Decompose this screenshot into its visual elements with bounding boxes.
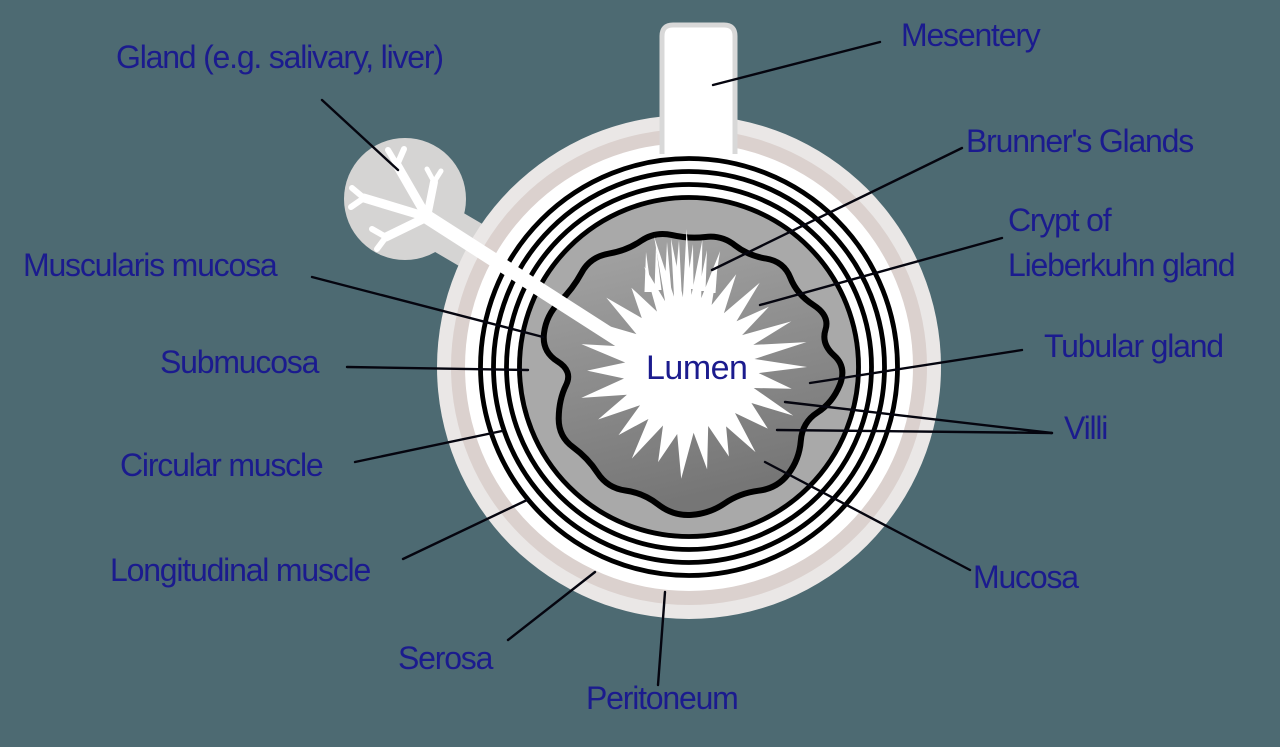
label-serosa: Serosa bbox=[398, 640, 493, 676]
longitudinal-muscle-leader-line bbox=[401, 498, 529, 561]
label-longitudinal-muscle: Longitudinal muscle bbox=[110, 552, 371, 588]
label-tubular-gland: Tubular gland bbox=[1044, 328, 1224, 364]
label-peritoneum: Peritoneum bbox=[586, 680, 739, 716]
brunners-needle bbox=[644, 252, 652, 292]
lumen-starburst bbox=[581, 229, 807, 479]
muscularis-mucosa-leader-line bbox=[310, 275, 545, 339]
brunners-needle bbox=[698, 250, 707, 291]
gland-duct-segment bbox=[423, 178, 438, 221]
gland-duct-segment bbox=[374, 234, 389, 252]
lumen-shape bbox=[581, 229, 807, 479]
gland-leader-line bbox=[320, 98, 400, 172]
serosa-leader-line bbox=[506, 570, 597, 642]
gland-duct-segment bbox=[420, 210, 657, 367]
peritoneum-leader-line bbox=[656, 590, 667, 687]
label-submucosa: Submucosa bbox=[160, 344, 319, 380]
brunners-glands-leader-line bbox=[710, 146, 964, 272]
label-gland: Gland (e.g. salivary, liver) bbox=[116, 39, 444, 75]
label-brunners-glands: Brunner's Glands bbox=[966, 123, 1194, 159]
brunners-needle bbox=[686, 244, 694, 289]
label-crypt-of-lieberkuhn: Crypt of Lieberkuhn gland bbox=[1008, 202, 1236, 284]
brunners-needle bbox=[708, 258, 718, 293]
circular-muscle-ring bbox=[504, 182, 874, 552]
mesentery-stalk bbox=[659, 22, 738, 154]
mesentery-leader-line bbox=[711, 40, 882, 87]
gland-duct-segment bbox=[381, 212, 432, 242]
tubular-gland-leader-line bbox=[808, 348, 1024, 385]
brunners-needle bbox=[664, 242, 672, 292]
longitudinal-muscle-ring bbox=[478, 156, 900, 578]
submucosa-leader-line bbox=[345, 365, 530, 372]
gland-duct-segment bbox=[392, 160, 432, 222]
mucosa-leader-line bbox=[763, 460, 972, 572]
villi-lower-leader-line bbox=[775, 428, 1054, 435]
crypt-of-lieberkuhn-leader-line bbox=[758, 236, 1004, 307]
gland-duct-segment bbox=[431, 168, 444, 185]
gland-duct bbox=[348, 146, 657, 367]
label-mesentery: Mesentery bbox=[901, 17, 1041, 53]
villi-upper-leader-line bbox=[783, 400, 1054, 435]
brunners-gland-needles bbox=[644, 240, 718, 293]
gland-duct-segment bbox=[394, 146, 407, 168]
leader-lines bbox=[310, 40, 1054, 687]
brunners-needle bbox=[654, 246, 662, 290]
gland-duct-segment bbox=[348, 195, 367, 210]
label-lumen: Lumen bbox=[646, 349, 748, 387]
brunners-needle bbox=[674, 240, 682, 290]
label-muscularis-mucosa: Muscularis mucosa bbox=[23, 247, 278, 283]
gland-duct-segment bbox=[359, 193, 432, 222]
label-circular-muscle: Circular muscle bbox=[120, 447, 324, 483]
muscle-ring-2 bbox=[491, 169, 887, 565]
label-mucosa: Mucosa bbox=[973, 559, 1079, 595]
circular-muscle-leader-line bbox=[353, 429, 504, 464]
muscle-ring-4 bbox=[517, 195, 861, 539]
label-villi: Villi bbox=[1064, 410, 1108, 446]
